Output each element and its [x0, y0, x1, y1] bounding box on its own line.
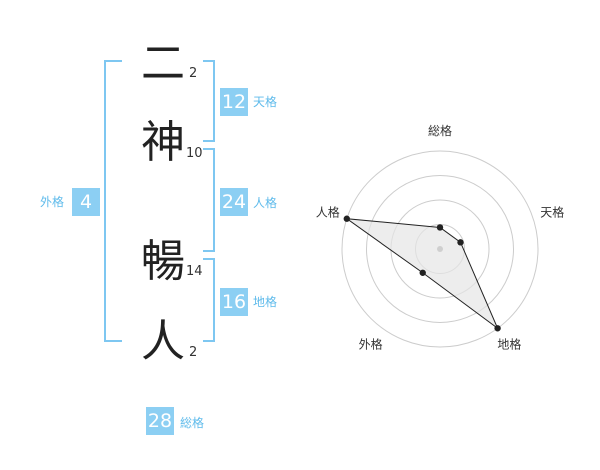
tenkaku-badge: 12 — [220, 88, 248, 116]
name-char-2: 神 — [141, 117, 185, 168]
radar-data-point — [343, 215, 350, 222]
radar-center-dot — [437, 246, 443, 252]
gaikaku-label: 外格 — [40, 195, 65, 209]
stroke-count-3: 14 — [186, 264, 203, 279]
radar-axis-label: 総格 — [428, 123, 452, 138]
radar-axis-label: 人格 — [316, 205, 340, 220]
tenkaku-label: 天格 — [253, 95, 278, 109]
soukaku-badge: 28 — [146, 407, 174, 435]
name-char-4: 人 — [141, 316, 185, 367]
soukaku-label: 総格 — [180, 416, 205, 430]
radar-axis-label: 天格 — [540, 205, 564, 220]
gaikaku-bracket — [104, 60, 122, 342]
name-char-3: 暢 — [141, 236, 185, 287]
stroke-count-2: 10 — [186, 146, 203, 161]
stroke-count-4: 2 — [189, 345, 198, 360]
radar-data-point — [419, 269, 426, 276]
chikaku-bracket — [203, 258, 215, 342]
radar-grid-ring — [366, 175, 514, 323]
radar-data-point — [494, 325, 501, 332]
jinkaku-label: 人格 — [253, 196, 278, 210]
radar-data-point — [457, 239, 464, 246]
name-char-1: 二 — [141, 38, 185, 89]
radar-data-point — [436, 224, 444, 231]
chikaku-label: 地格 — [253, 295, 278, 309]
radar-grid-ring — [341, 150, 539, 348]
jinkaku-bracket — [203, 148, 215, 252]
radar-axis-label: 外格 — [359, 336, 383, 351]
chikaku-badge: 16 — [220, 288, 248, 316]
tenkaku-bracket — [203, 60, 215, 142]
stroke-count-1: 2 — [189, 66, 198, 81]
gaikaku-badge: 4 — [72, 188, 100, 216]
radar-axis-label: 地格 — [497, 336, 521, 351]
radar-data-polygon — [344, 218, 499, 330]
jinkaku-badge: 24 — [220, 188, 248, 216]
